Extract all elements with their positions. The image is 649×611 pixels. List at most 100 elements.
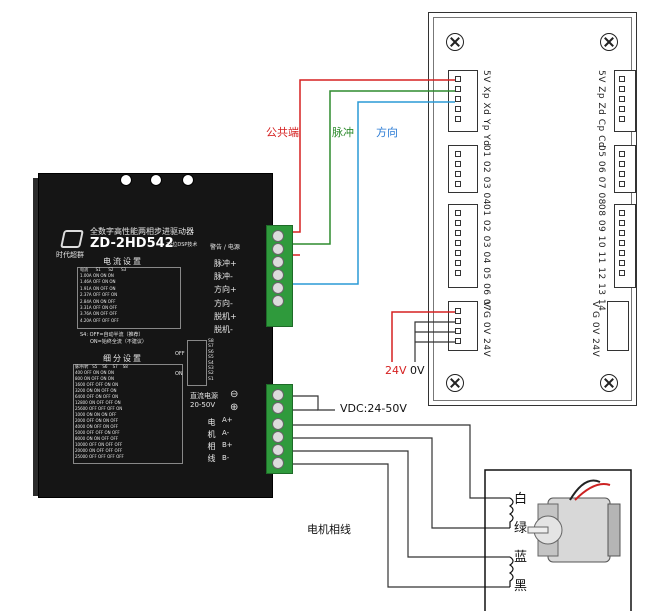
screw-icon xyxy=(446,374,464,392)
s4-note: S4: OFF=自动半流（推荐） xyxy=(80,332,144,338)
connector-io2-label: 05 06 07 08 xyxy=(596,145,606,205)
terminal-screw-icon[interactable] xyxy=(272,389,284,401)
subdiv-table-rows: 400 OFF ON ON ON 800 ON OFF ON ON 1600 O… xyxy=(75,370,124,459)
terminal-screw-icon[interactable] xyxy=(272,418,284,430)
current-table-rows: 1.00A ON ON ON 1.46A OFF ON ON 1.91A ON … xyxy=(80,273,119,323)
terminal-screw-icon[interactable] xyxy=(272,402,284,414)
pin xyxy=(455,318,461,324)
pin xyxy=(455,171,461,177)
terminal-screw-icon[interactable] xyxy=(272,230,284,242)
label-coil-white: 白 xyxy=(514,492,528,507)
plus-symbol: ⊕ xyxy=(230,402,239,413)
pin xyxy=(455,161,461,167)
terminal-screw-icon[interactable] xyxy=(272,282,284,294)
pin xyxy=(455,260,461,266)
dc-power-label: 直流电源 xyxy=(190,392,218,400)
screw-icon xyxy=(600,33,618,51)
connector-zc-label: 5V Zp Zd Cp Cd xyxy=(596,70,606,149)
wire-direction xyxy=(291,101,455,285)
pin xyxy=(455,240,461,246)
terminal-screw-icon[interactable] xyxy=(272,457,284,469)
pin xyxy=(455,151,461,157)
mount-hole xyxy=(120,174,132,186)
pin xyxy=(619,220,625,226)
s4-note-2: ON=始终全流（不建议） xyxy=(90,339,147,345)
coil-b xyxy=(508,556,514,587)
motor-shaft xyxy=(527,526,549,534)
pin xyxy=(455,308,461,314)
label-common: 公共端 xyxy=(266,126,299,139)
connector-power-label: V G 0V 24V xyxy=(481,301,491,358)
wire-24v xyxy=(391,311,455,362)
driver-tech: 32位DSP技术 xyxy=(166,242,198,248)
mount-hole xyxy=(182,174,194,186)
pin xyxy=(455,270,461,276)
brand-logo-icon xyxy=(60,230,84,248)
screw-icon xyxy=(600,374,618,392)
pin xyxy=(619,151,625,157)
signal-labels: 脉冲+ 脉冲- 方向+ 方向- 脱机+ 脱机- xyxy=(214,259,237,335)
label-0v: 0V xyxy=(410,364,425,377)
coil-a xyxy=(508,497,514,528)
current-table-header: 电流 S1 S2 S3 xyxy=(80,267,127,272)
pin xyxy=(619,260,625,266)
terminal-screw-icon[interactable] xyxy=(272,295,284,307)
pin xyxy=(619,76,625,82)
minus-symbol: ⊖ xyxy=(230,389,239,400)
pin xyxy=(619,96,625,102)
terminal-screw-icon[interactable] xyxy=(272,431,284,443)
pin xyxy=(455,220,461,226)
label-vdc: VDC:24-50V xyxy=(340,402,407,415)
motor-frame xyxy=(484,469,632,611)
pin xyxy=(619,171,625,177)
wire-vdc-a xyxy=(291,395,335,411)
connector-io3-label: 01 02 03 04 05 06 07 xyxy=(481,204,491,312)
dip-off-label: OFF xyxy=(175,351,185,357)
pin xyxy=(619,210,625,216)
pin xyxy=(455,230,461,236)
label-coil-black: 黑 xyxy=(514,579,528,594)
phase-labels: A+ A- B+ B- xyxy=(222,416,233,462)
terminal-screw-icon[interactable] xyxy=(272,269,284,281)
connector-io1 xyxy=(448,145,478,193)
motor-cable-black xyxy=(569,479,601,501)
connector-io4-label: 08 09 10 11 12 13 14 xyxy=(596,204,606,312)
subdiv-table-header: 脉冲/转 S5 S6 S7 S8 xyxy=(75,364,128,369)
connector-io3 xyxy=(448,204,478,288)
pin xyxy=(455,86,461,92)
terminal-screw-icon[interactable] xyxy=(272,243,284,255)
pin xyxy=(455,250,461,256)
screw-icon xyxy=(446,33,464,51)
pin xyxy=(619,270,625,276)
wire-common xyxy=(291,79,455,233)
pin xyxy=(619,116,625,122)
terminal-screw-icon[interactable] xyxy=(272,256,284,268)
subdiv-setting-title: 细分设置 xyxy=(103,354,143,363)
wire-phase-a-plus xyxy=(291,424,510,499)
terminal-screw-icon[interactable] xyxy=(272,444,284,456)
pin xyxy=(619,181,625,187)
driver-title: 全数字高性能两相步进驱动器 xyxy=(90,227,194,236)
dip-on-label: ON xyxy=(175,371,183,377)
driver-model: ZD-2HD542 xyxy=(90,236,174,251)
pin xyxy=(455,96,461,102)
pin xyxy=(455,210,461,216)
wire-phase-a-minus xyxy=(291,437,510,529)
current-setting-title: 电流设置 xyxy=(103,257,143,266)
wire-0v-a xyxy=(414,321,455,362)
pin xyxy=(619,86,625,92)
connector-power-right xyxy=(607,301,629,351)
pin xyxy=(619,161,625,167)
wire-phase-b-plus xyxy=(291,450,510,558)
pin xyxy=(619,240,625,246)
pin xyxy=(455,76,461,82)
connector-io1-label: 01 02 03 04 xyxy=(481,145,491,205)
pin xyxy=(619,230,625,236)
pin xyxy=(455,106,461,112)
wire-pulse xyxy=(291,90,455,245)
dip-switch[interactable] xyxy=(187,340,207,386)
pin xyxy=(455,328,461,334)
driver-body xyxy=(38,173,273,498)
